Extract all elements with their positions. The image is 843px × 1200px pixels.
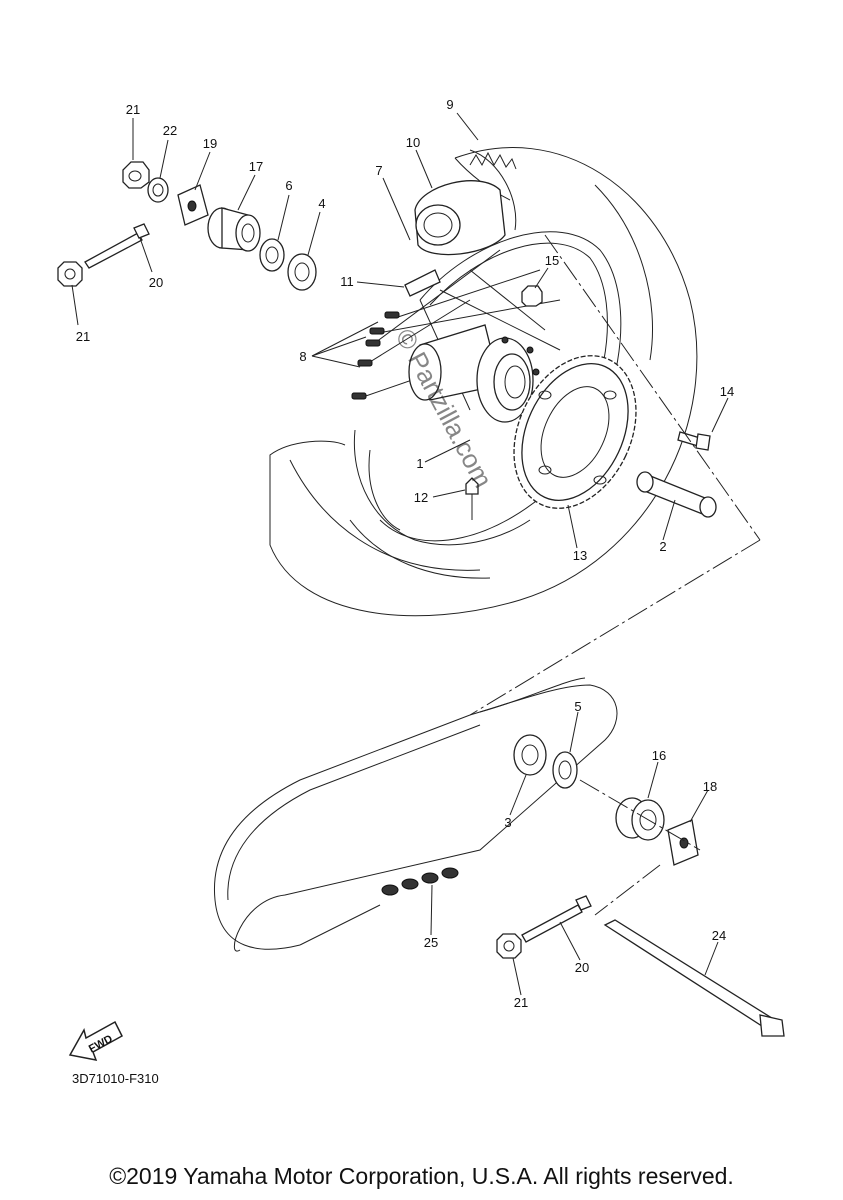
label-15: 15 (545, 253, 559, 268)
label-8: 8 (299, 349, 306, 364)
adjuster-block-19 (177, 184, 209, 226)
valve-11 (404, 269, 441, 297)
bolt-20-top (84, 223, 150, 269)
hub (408, 324, 540, 423)
label-6: 6 (285, 178, 292, 193)
sprocket (513, 355, 637, 509)
label-22: 24 (712, 928, 726, 943)
nut-23 (122, 161, 150, 189)
tube (414, 180, 506, 256)
label-24: 22 (163, 123, 177, 138)
label-2: 2 (659, 539, 666, 554)
label-13: 13 (573, 548, 587, 563)
bolt-14 (677, 431, 711, 451)
label-4: 4 (318, 196, 325, 211)
spokes (351, 249, 561, 411)
label-10: 10 (406, 135, 420, 150)
diagram-code: 3D71010-F310 (72, 1071, 159, 1086)
tire (269, 147, 698, 617)
adjuster-block-18 (667, 819, 699, 866)
label-7: 7 (375, 163, 382, 178)
bearing-6 (259, 238, 285, 272)
label-21-top: 21 (76, 329, 90, 344)
oil-seal-5 (552, 751, 578, 789)
label-25: 25 (424, 935, 438, 950)
label-19: 19 (203, 136, 217, 151)
axle-22 (603, 919, 785, 1037)
label-20-top: 20 (149, 275, 163, 290)
bolt-20-bottom (521, 895, 592, 943)
label-5: 5 (574, 699, 581, 714)
label-12: 12 (414, 490, 428, 505)
chain (213, 677, 618, 952)
collar (636, 471, 717, 518)
collar-17 (207, 207, 261, 252)
label-16: 16 (652, 748, 666, 763)
washer-24 (147, 177, 169, 203)
bearing-4 (287, 253, 317, 291)
label-11: 11 (340, 274, 354, 289)
leader-lines (71, 112, 729, 996)
label-17: 17 (249, 159, 263, 174)
fwd-arrow-icon: FWD (68, 1020, 123, 1061)
label-1: 1 (416, 456, 423, 471)
nut-21-bottom (496, 933, 522, 959)
label-14: 14 (720, 384, 734, 399)
part-number-labels: 21 22 19 17 6 4 20 21 9 10 7 11 15 8 14 … (76, 97, 734, 1010)
label-9: 9 (446, 97, 453, 112)
bearing-3 (513, 734, 547, 776)
copyright-notice: ©2019 Yamaha Motor Corporation, U.S.A. A… (109, 1163, 734, 1189)
label-20-bottom: 20 (575, 960, 589, 975)
label-18: 18 (703, 779, 717, 794)
collar-16 (615, 797, 665, 841)
label-23: 21 (126, 102, 140, 117)
label-3: 3 (504, 815, 511, 830)
label-21-bottom: 21 (514, 995, 528, 1010)
nut-21-top (57, 261, 83, 287)
center-lines (469, 234, 761, 916)
nipple-15 (521, 285, 543, 307)
rim-lock-12 (465, 477, 479, 520)
